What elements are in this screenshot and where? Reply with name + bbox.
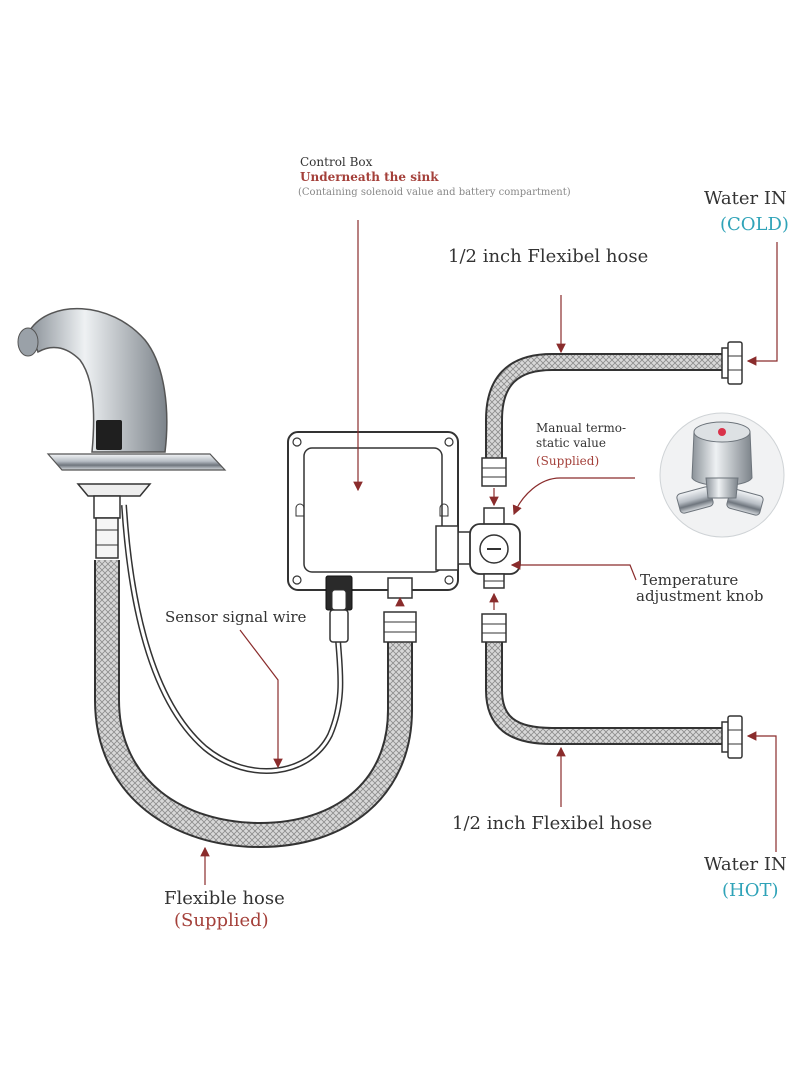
thermostatic-valve — [469, 507, 521, 589]
control-box-subtitle: Underneath the sink — [300, 170, 439, 184]
water-in-hot-tag: (HOT) — [722, 880, 779, 901]
thermostatic-valve-line2: static value — [536, 436, 606, 450]
leader-lines — [200, 220, 778, 885]
flexible-hose-tag: (Supplied) — [174, 910, 269, 931]
cold-hose-fitting — [481, 457, 507, 487]
water-in-cold-tag: (COLD) — [720, 214, 789, 235]
deck-plate — [46, 453, 227, 471]
thermostatic-valve-line1: Manual termo- — [536, 421, 627, 435]
valve-photo-inset — [659, 412, 785, 538]
temperature-knob-line2: adjustment knob — [636, 587, 764, 605]
cold-supply-hose — [487, 355, 728, 460]
control-box-note: (Containing solenoid value and battery c… — [298, 187, 571, 198]
water-hot-leader — [746, 731, 777, 852]
sensor-wire-label: Sensor signal wire — [165, 608, 307, 626]
control-box — [287, 431, 473, 643]
hose-top-label: 1/2 inch Flexibel hose — [448, 246, 649, 267]
sensor-wire-leader — [239, 629, 283, 769]
water-in-hot-title: Water IN — [704, 854, 787, 875]
thermostatic-valve-tag: (Supplied) — [536, 454, 600, 468]
flexible-hose-title: Flexible hose — [164, 888, 285, 909]
faucet-sensor-window — [96, 420, 122, 450]
faucet-aerator — [17, 327, 39, 357]
water-in-cold-title: Water IN — [704, 188, 787, 209]
temperature-knob-line1: Temperature — [640, 571, 739, 589]
faucet-image — [17, 307, 227, 471]
faucet-base-fittings — [76, 483, 152, 559]
temperature-knob-leader — [510, 560, 637, 581]
faucet-spout — [29, 307, 168, 453]
hot-hose-fitting — [481, 613, 507, 643]
hot-supply-hose — [487, 640, 728, 743]
hot-supply-hose-outline — [485, 640, 728, 745]
water-cold-leader — [746, 242, 778, 366]
flexible-hose — [96, 560, 411, 847]
control-box-title: Control Box — [300, 155, 373, 169]
thermostatic-valve-leader — [512, 477, 635, 516]
sensor-signal-wire — [122, 504, 342, 773]
cold-hose-nut — [721, 341, 743, 385]
hose-bottom-label: 1/2 inch Flexibel hose — [452, 813, 653, 834]
hot-hose-nut — [721, 715, 743, 759]
